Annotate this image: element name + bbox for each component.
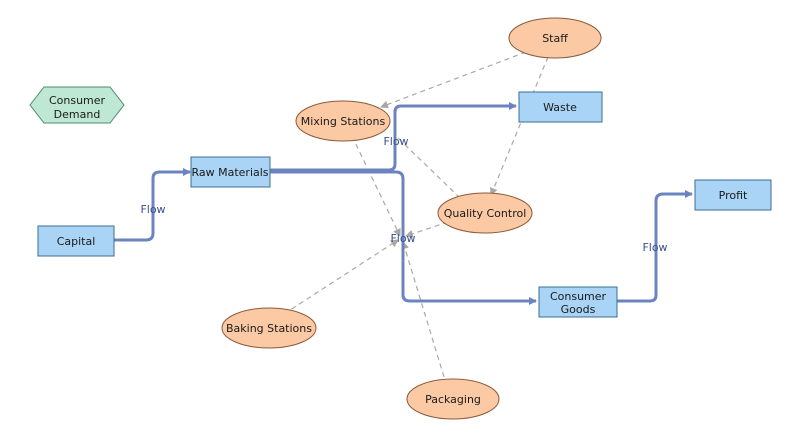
- waste-node[interactable]: Waste: [518, 91, 603, 123]
- raw-materials-label: Raw Materials: [191, 166, 268, 179]
- flow-label-profit: Flow: [642, 241, 667, 254]
- quality-control-node[interactable]: Quality Control: [437, 192, 533, 234]
- consumer-goods-label-line2: Goods: [561, 303, 596, 316]
- consumer-demand-label-line1: Consumer: [49, 94, 106, 107]
- raw-materials-node[interactable]: Raw Materials: [190, 156, 271, 188]
- capital-label: Capital: [57, 235, 96, 248]
- flow-capital-to-raw-materials: [114, 168, 191, 242]
- mixing-stations-label: Mixing Stations: [301, 115, 386, 128]
- packaging-node[interactable]: Packaging: [406, 378, 500, 420]
- profit-label: Profit: [719, 189, 748, 202]
- link-staff-to-quality: [489, 56, 549, 196]
- consumer-goods-label-line1: Consumer: [550, 290, 607, 303]
- link-packaging-to-flow: [401, 241, 445, 378]
- material-flows: [114, 102, 693, 305]
- flow-label-waste: Flow: [383, 135, 408, 148]
- consumer-demand-label-line2: Demand: [54, 108, 101, 121]
- link-mixing-to-flow: [351, 135, 401, 237]
- profit-node[interactable]: Profit: [694, 179, 772, 211]
- consumer-goods-node[interactable]: Consumer Goods: [538, 286, 618, 318]
- mixing-stations-node[interactable]: Mixing Stations: [295, 100, 391, 142]
- link-baking-to-flow: [283, 239, 399, 315]
- baking-stations-node[interactable]: Baking Stations: [221, 307, 317, 349]
- flow-label-capital: Flow: [140, 203, 165, 216]
- staff-label: Staff: [542, 32, 568, 45]
- baking-stations-label: Baking Stations: [226, 322, 312, 335]
- influence-links: [283, 51, 549, 378]
- packaging-label: Packaging: [425, 393, 481, 406]
- capital-node[interactable]: Capital: [37, 225, 115, 257]
- waste-label: Waste: [543, 101, 577, 114]
- flow-label-consumer-goods: Flow: [390, 232, 415, 245]
- link-quality-to-flow: [405, 221, 449, 238]
- flow-raw-materials-to-consumer-goods: [270, 170, 537, 305]
- link-staff-to-mixing: [380, 51, 527, 109]
- consumer-demand-node[interactable]: Consumer Demand: [29, 86, 125, 124]
- staff-node[interactable]: Staff: [508, 17, 602, 59]
- flow-raw-materials-to-waste: [270, 102, 517, 172]
- quality-control-label: Quality Control: [444, 207, 527, 220]
- flow-consumer-goods-to-profit: [617, 190, 693, 303]
